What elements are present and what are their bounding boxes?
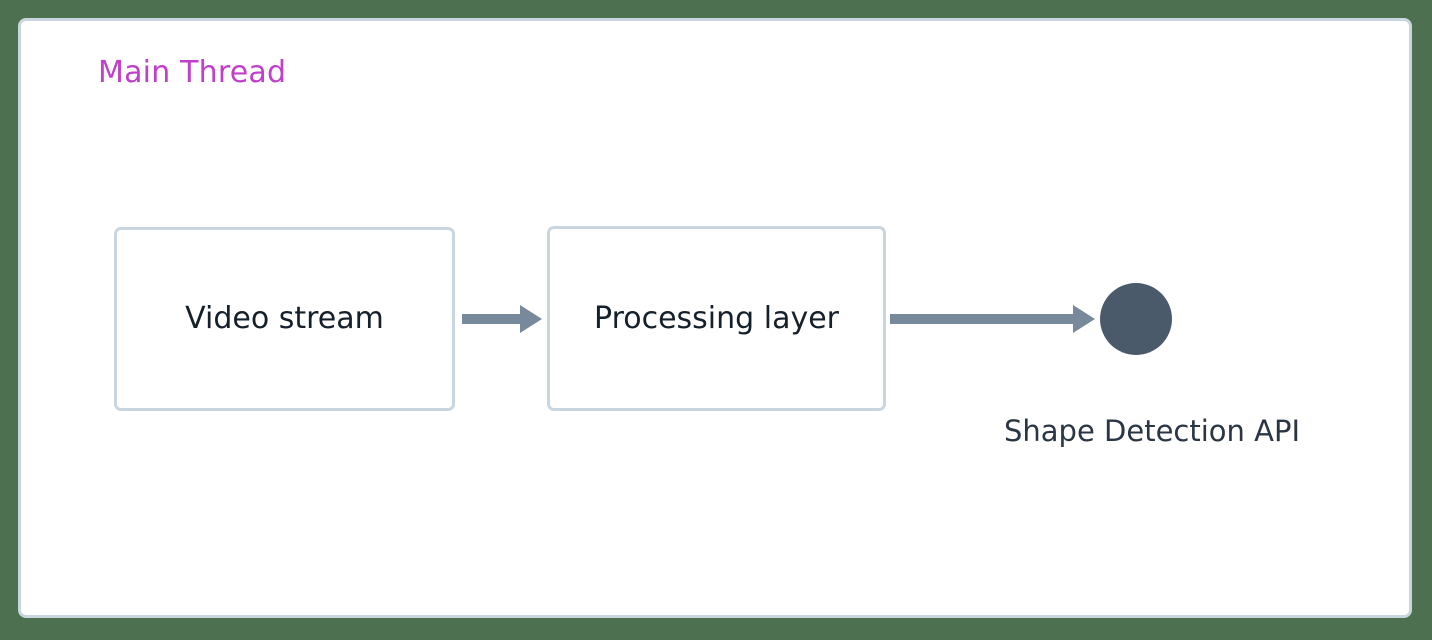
arrow-video-to-processing-icon [462, 305, 542, 333]
node-video-stream-label: Video stream [185, 301, 384, 336]
node-shape-detection-api[interactable] [1100, 283, 1172, 355]
arrow-processing-to-api-icon [890, 305, 1095, 333]
node-video-stream[interactable]: Video stream [114, 227, 455, 411]
swimlane-title: Main Thread [98, 55, 287, 90]
node-processing-layer[interactable]: Processing layer [547, 226, 886, 411]
node-processing-layer-label: Processing layer [594, 300, 839, 336]
node-shape-detection-api-label: Shape Detection API [1004, 414, 1301, 448]
